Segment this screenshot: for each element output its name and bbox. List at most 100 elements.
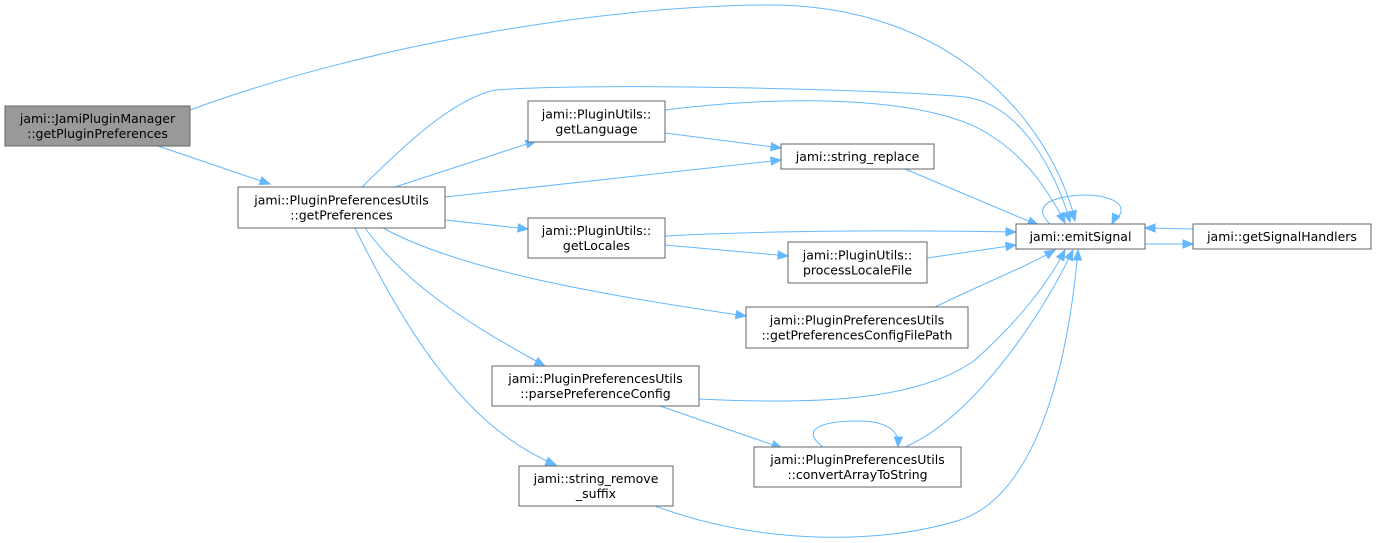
arrow-head (1004, 241, 1018, 252)
edge-parsePreferenceConfig-to-emitSignal (698, 248, 1066, 402)
node-parsePreferenceConfig[interactable]: jami::PluginPreferencesUtils::parsePrefe… (491, 365, 700, 407)
edge-convertArrayToString-to-emitSignal (904, 248, 1074, 448)
node-label-line: jami::JamiPluginManager (19, 111, 176, 126)
edge-line (444, 159, 782, 198)
arrow-head (1064, 248, 1074, 262)
node-getPreferencesConfigFilePath[interactable]: jami::PluginPreferencesUtils::getPrefere… (745, 306, 969, 349)
edge-getPreferences-to-emitSignal (361, 86, 1072, 224)
node-label-line: jami::string_remove (533, 471, 659, 486)
edge-line (364, 227, 546, 367)
arrow-head (1182, 239, 1195, 249)
arrow-head (1143, 223, 1156, 233)
node-string_replace[interactable]: jami::string_replace (780, 143, 935, 170)
node-getLocales[interactable]: jami::PluginUtils::getLocales (527, 217, 666, 259)
arrow-head (258, 176, 272, 186)
edge-getPreferences-to-string_replace (444, 156, 783, 198)
node-label-line: getLanguage (555, 122, 638, 137)
node-box[interactable] (753, 446, 962, 488)
node-string_remove_suffix[interactable]: jami::string_remove_suffix (518, 465, 674, 507)
node-getLanguage[interactable]: jami::PluginUtils::getLanguage (527, 100, 666, 143)
node-box[interactable] (527, 100, 666, 143)
edge-line (659, 405, 783, 449)
edge-line (934, 249, 1056, 308)
node-label-line: _suffix (575, 486, 616, 501)
edge-line (354, 227, 557, 466)
node-getPreferences[interactable]: jami::PluginPreferencesUtils::getPrefere… (237, 186, 446, 229)
node-root[interactable]: jami::JamiPluginManager::getPluginPrefer… (4, 105, 191, 147)
edge-line (189, 4, 1076, 221)
node-emitSignal[interactable]: jami::emitSignal (1015, 223, 1146, 250)
node-label-line: ::parsePreferenceConfig (520, 386, 670, 401)
arrow-head (893, 436, 904, 449)
edge-line (444, 219, 529, 230)
node-convertArrayToString[interactable]: jami::PluginPreferencesUtils::convertArr… (753, 446, 962, 488)
node-label-line: jami::string_replace (795, 149, 920, 164)
edge-getPreferences-to-getLocales (444, 219, 530, 233)
node-label-line: jami::PluginUtils:: (541, 107, 651, 122)
edge-getLocales-to-emitSignal (664, 227, 1018, 237)
edge-emitSignal-to-getSignalHandlers (1145, 239, 1195, 249)
arrow-head (1072, 248, 1083, 261)
edge-convertArrayToString-to-convertArrayToString (812, 420, 904, 449)
node-box[interactable] (237, 186, 446, 229)
arrow-head (544, 456, 558, 466)
edge-string_replace-to-emitSignal (904, 168, 1040, 226)
node-label-line: jami::PluginPreferencesUtils (507, 371, 683, 386)
node-label-line: jami::PluginPreferencesUtils (769, 313, 945, 328)
edge-line (664, 244, 789, 257)
edge-line (664, 230, 1017, 237)
edge-getPreferences-to-getLanguage (394, 139, 538, 188)
edge-string_remove_suffix-to-emitSignal (654, 248, 1083, 538)
node-box[interactable] (1192, 223, 1372, 250)
edge-line (926, 244, 1017, 259)
edge-getLanguage-to-string_replace (664, 132, 783, 152)
node-label-line: jami::PluginPreferencesUtils (769, 452, 945, 467)
node-box[interactable] (527, 217, 666, 259)
arrow-head (1043, 249, 1057, 260)
node-label-line: getLocales (563, 238, 630, 253)
node-box[interactable] (518, 465, 674, 507)
edge-line (664, 132, 782, 149)
arrow-head (770, 156, 783, 166)
node-box[interactable] (787, 241, 928, 284)
arrow-head (1062, 210, 1072, 224)
edge-getPreferences-to-getPreferencesConfigFilePath (382, 227, 748, 320)
edge-root-to-getPreferences (157, 145, 272, 186)
edge-getSignalHandlers-to-emitSignal (1143, 223, 1194, 233)
arrow-head (770, 142, 783, 152)
node-processLocaleFile[interactable]: jami::PluginUtils::processLocaleFile (787, 241, 928, 284)
edge-line (904, 249, 1074, 448)
node-box[interactable] (491, 365, 700, 407)
node-box[interactable] (4, 105, 191, 147)
arrow-head (533, 356, 547, 367)
edge-getLanguage-to-emitSignal (664, 100, 1066, 225)
node-label-line: ::convertArrayToString (787, 467, 927, 482)
edge-line (361, 86, 1071, 222)
node-label-line: jami::getSignalHandlers (1206, 229, 1357, 244)
edge-parsePreferenceConfig-to-convertArrayToString (659, 405, 784, 450)
node-label-line: processLocaleFile (803, 263, 912, 278)
node-label-line: ::getPreferencesConfigFilePath (762, 328, 953, 343)
node-getSignalHandlers[interactable]: jami::getSignalHandlers (1192, 223, 1372, 250)
arrow-head (1055, 248, 1066, 262)
arrow-head (1111, 212, 1121, 226)
edge-line (654, 249, 1079, 538)
node-box[interactable] (745, 306, 969, 349)
edge-line (1042, 194, 1122, 225)
arrow-head (1056, 211, 1066, 225)
edge-processLocaleFile-to-emitSignal (926, 241, 1018, 259)
edge-getPreferences-to-string_remove_suffix (354, 227, 558, 466)
node-box[interactable] (1015, 223, 1146, 250)
edge-line (394, 140, 537, 188)
edge-line (382, 227, 747, 317)
node-label-line: jami::emitSignal (1029, 229, 1132, 244)
edges-layer (157, 4, 1195, 538)
edge-line (698, 249, 1066, 402)
edge-getPreferences-to-parsePreferenceConfig (364, 227, 547, 367)
node-label-line: jami::PluginUtils:: (802, 248, 912, 263)
edge-line (812, 420, 899, 448)
arrow-head (1005, 227, 1018, 237)
node-label-line: jami::PluginPreferencesUtils (253, 193, 429, 208)
node-label-line: ::getPluginPreferences (27, 126, 168, 141)
node-box[interactable] (780, 143, 935, 170)
